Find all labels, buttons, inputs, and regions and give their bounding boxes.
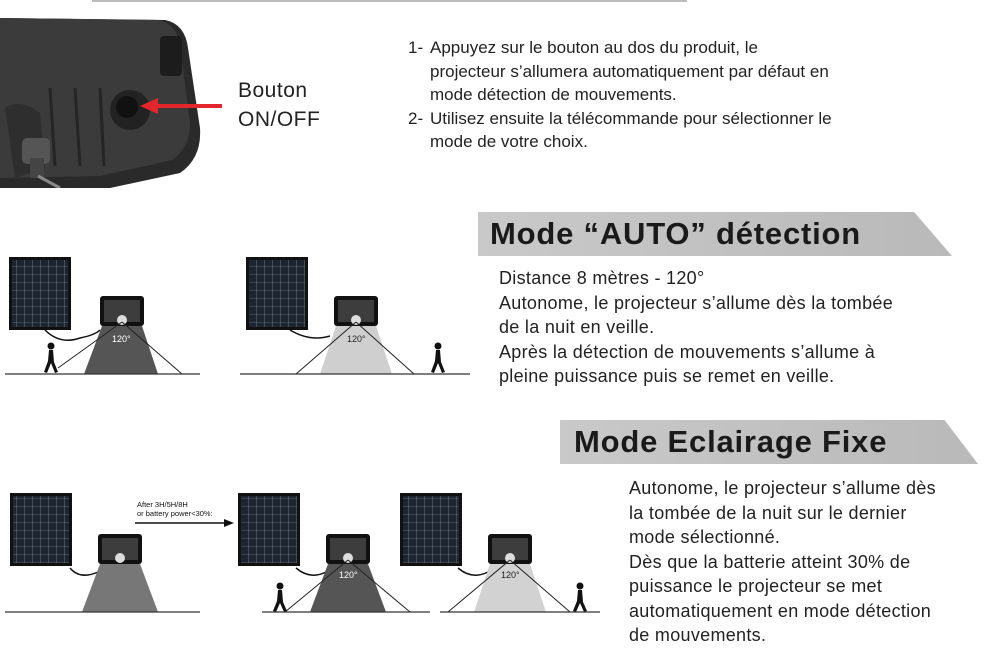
auto-mode-description: Distance 8 mètres - 120° Autonome, le pr… <box>499 268 894 386</box>
product-back-photo <box>0 18 222 188</box>
floodlight-icon <box>98 534 142 564</box>
svg-text:or battery power<30%:: or battery power<30%: <box>137 509 213 518</box>
walking-person-icon <box>273 582 287 612</box>
solar-panel-icon <box>10 493 72 566</box>
auto-mode-diagram: 120° 120° <box>5 257 470 375</box>
red-arrow <box>140 98 222 114</box>
fixed-mode-banner: Mode Eclairage Fixe <box>560 420 978 464</box>
instruction-step: 2-Utilisez ensuite la télécommande pour … <box>408 108 832 152</box>
svg-text:120°: 120° <box>112 334 131 344</box>
walking-person-icon <box>44 342 58 373</box>
floodlight-icon <box>334 296 378 326</box>
svg-text:After 3H/5H/8H: After 3H/5H/8H <box>137 500 188 509</box>
transition-arrow: After 3H/5H/8H or battery power<30%: <box>135 500 234 527</box>
walking-person-icon <box>573 582 587 612</box>
solar-panel-icon <box>400 493 462 566</box>
solar-panel-icon <box>9 257 71 330</box>
instruction-step: 1-Appuyez sur le bouton au dos du produi… <box>408 38 829 104</box>
svg-text:120°: 120° <box>501 570 520 580</box>
auto-mode-title: Mode “AUTO” détection <box>490 216 862 251</box>
button-label: Bouton ON/OFF <box>238 79 321 131</box>
fixed-mode-diagram: After 3H/5H/8H or battery power<30%: 120… <box>5 493 600 613</box>
solar-panel-icon <box>238 493 300 566</box>
svg-text:120°: 120° <box>339 570 358 580</box>
solar-panel-icon <box>246 257 308 330</box>
svg-text:120°: 120° <box>347 334 366 344</box>
floodlight-icon <box>100 296 144 326</box>
floodlight-icon <box>326 534 370 564</box>
top-divider <box>92 0 687 2</box>
floodlight-icon <box>488 534 532 564</box>
fixed-mode-description: Autonome, le projecteur s’allume dès la … <box>629 478 936 645</box>
fixed-mode-title: Mode Eclairage Fixe <box>574 424 888 459</box>
auto-mode-banner: Mode “AUTO” détection <box>478 212 952 256</box>
walking-person-icon <box>431 342 445 373</box>
instructions: 1-Appuyez sur le bouton au dos du produi… <box>408 36 838 154</box>
